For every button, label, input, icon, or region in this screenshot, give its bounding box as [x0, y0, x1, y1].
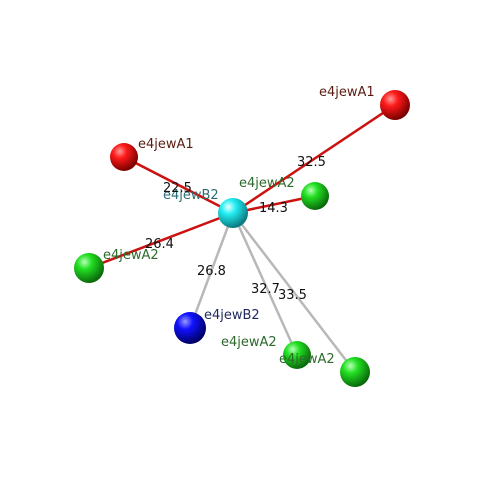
distance-blue-bottom: 26.8: [197, 264, 226, 279]
atom-blue-bottom[interactable]: [174, 312, 206, 344]
label-center: e4jewB2: [163, 188, 219, 203]
bond-green-left: [88, 211, 234, 270]
distance-label-layer: 32.5 22.5 14.3 26.4 26.8 32.7 33.5: [145, 155, 326, 303]
atom-red-left[interactable]: [110, 143, 138, 171]
distance-red-left: 22.5: [163, 181, 192, 196]
bond-green-bottom-right: [232, 212, 356, 373]
distance-red-top-right: 32.5: [297, 155, 326, 170]
bond-blue-bottom: [188, 212, 235, 329]
atom-green-left[interactable]: [74, 253, 104, 283]
distance-green-left: 26.4: [145, 237, 174, 252]
bond-layer: [88, 103, 396, 373]
label-green-bottom-right: e4jewA2: [279, 352, 335, 367]
label-green-near: e4jewA2: [239, 176, 295, 191]
label-green-left: e4jewA2: [103, 248, 159, 263]
distance-green-bottom-right: 33.5: [278, 288, 307, 303]
bond-red-left: [123, 155, 234, 215]
atom-layer: [74, 90, 410, 387]
label-red-left: e4jewA1: [138, 137, 194, 152]
atom-center[interactable]: [218, 198, 248, 228]
label-green-bottom-mid: e4jewA2: [221, 335, 277, 350]
atom-green-near[interactable]: [301, 182, 329, 210]
atom-red-top-right[interactable]: [380, 90, 410, 120]
atom-label-layer: e4jewA1 e4jewA1 e4jewA2 e4jewB2 e4jewA2 …: [103, 85, 375, 367]
label-red-top-right: e4jewA1: [319, 85, 375, 100]
bond-red-top-right: [232, 103, 396, 215]
distance-green-near: 14.3: [259, 201, 288, 216]
distance-green-bottom-mid: 32.7: [251, 282, 280, 297]
atom-green-bottom-mid[interactable]: [283, 341, 311, 369]
atom-green-bottom-right[interactable]: [340, 357, 370, 387]
bond-green-bottom-mid: [231, 212, 299, 356]
label-blue-bottom: e4jewB2: [204, 308, 260, 323]
